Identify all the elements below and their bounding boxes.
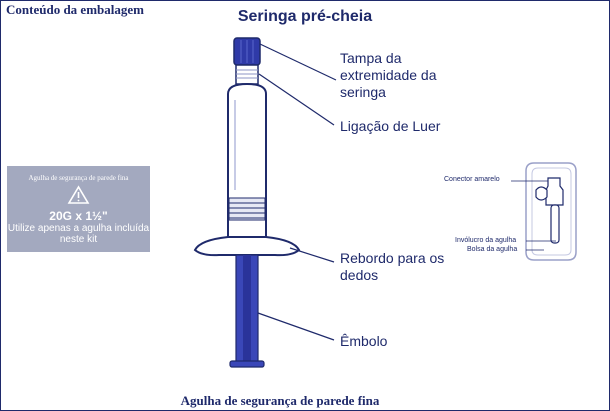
finger-flange-leader [289,247,335,263]
needle-usage-note: Utilize apenas a agulha incluída neste k… [7,223,150,245]
needle-pouch-callout: Bolsa da agulha [467,246,518,253]
plunger-leader [257,312,335,341]
needle-label-title: Agulha de segurança de parede fina [28,174,129,182]
package-contents-heading: Conteúdo da embalagem [6,2,144,17]
tip-cap-leader [259,43,337,81]
needle-sheath-callout: Invólucro da agulha [455,237,517,244]
needle-pouch-inner [531,167,572,256]
plunger-rod [229,254,265,368]
needle-section-caption: Agulha de segurança de parede fina [180,393,380,408]
warning-icon [67,185,90,204]
yellow-connector [535,177,564,206]
luer-lock-callout: Ligação de Luer [340,118,441,134]
tip-cap [233,37,261,66]
syringe-title: Seringa pré-cheia [237,8,373,25]
finger-flange-callout: Rebordo para os dedos [340,250,445,283]
needle-package-label: Agulha de segurança de parede fina 20G x… [7,166,150,252]
luer-lock-leader [258,73,335,126]
plunger-stopper [228,197,266,221]
needle-gauge: 20G x 1½" [49,209,108,223]
plunger-callout: Êmbolo [340,333,388,349]
finger-flange [193,236,301,257]
tip-cap-callout: Tampa da extremidade da seringa [340,50,437,100]
needle-sheath [550,204,560,244]
yellow-connector-callout: Conector amarelo [444,176,500,183]
